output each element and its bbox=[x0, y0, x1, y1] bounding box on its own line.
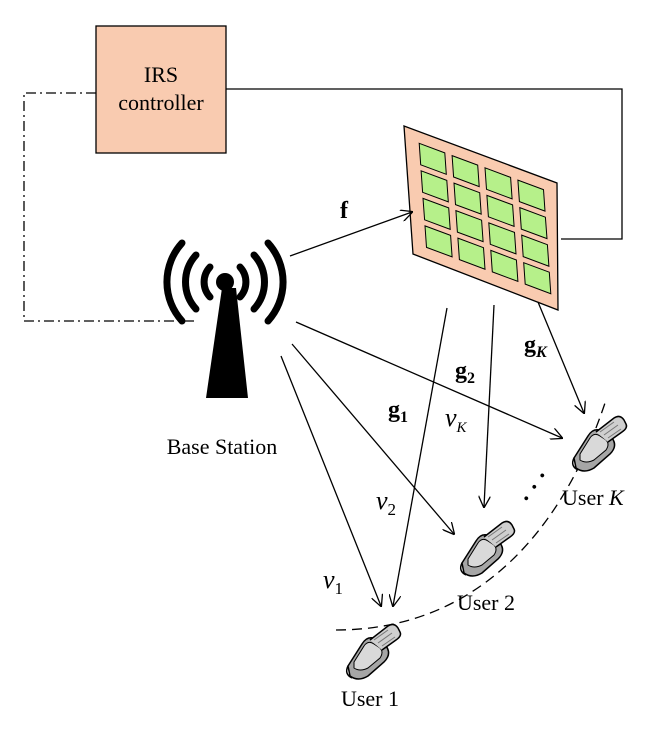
irs-element bbox=[455, 209, 484, 243]
irs-element bbox=[486, 194, 515, 228]
channel-f-arrow bbox=[289, 212, 412, 257]
channel-g1-label: g1 bbox=[388, 397, 408, 426]
controller-label-line1: IRS bbox=[144, 62, 178, 87]
irs-element bbox=[457, 237, 486, 270]
user1-phone-icon bbox=[345, 623, 402, 680]
channel-v2-label: v2 bbox=[376, 486, 396, 519]
irs-element bbox=[521, 234, 550, 267]
irs-element bbox=[420, 170, 449, 203]
irs-element bbox=[418, 142, 447, 176]
irs-element bbox=[517, 179, 546, 212]
irs-elements bbox=[418, 142, 552, 295]
channel-gK-arrow bbox=[537, 301, 584, 413]
irs-element bbox=[453, 182, 482, 215]
user2-label: User 2 bbox=[457, 590, 515, 615]
channel-vK-arrow bbox=[295, 321, 562, 438]
channel-v2-arrow bbox=[291, 343, 454, 534]
channel-gK-label: gK bbox=[524, 332, 548, 361]
channel-f-label: f bbox=[340, 198, 349, 224]
user2-phone-icon bbox=[459, 520, 516, 577]
base-station-antenna-icon bbox=[216, 273, 234, 291]
user-ellipsis: · · · bbox=[514, 465, 556, 509]
irs-controller-box bbox=[95, 25, 227, 154]
irs-element bbox=[519, 206, 548, 240]
base-station-label: Base Station bbox=[167, 434, 278, 459]
channel-g2-label: g2 bbox=[455, 358, 475, 387]
irs-element bbox=[451, 154, 480, 188]
user1-label: User 1 bbox=[341, 686, 399, 711]
irs-element bbox=[424, 225, 453, 258]
userK-label: User K bbox=[562, 485, 625, 510]
channel-v1-label: v1 bbox=[323, 565, 343, 598]
irs-element bbox=[422, 197, 451, 231]
channel-v1-arrow bbox=[280, 355, 381, 606]
irs-element bbox=[484, 167, 513, 200]
control-link-dashdot bbox=[23, 92, 196, 322]
irs-element bbox=[523, 261, 552, 295]
irs-element bbox=[490, 249, 519, 283]
controller-label-line2: controller bbox=[118, 90, 204, 115]
base-station-tower bbox=[206, 288, 248, 398]
userK-phone-icon bbox=[571, 415, 628, 472]
base-station bbox=[163, 239, 287, 398]
control-link-solid bbox=[226, 88, 623, 240]
channel-g1-arrow bbox=[393, 307, 448, 606]
channel-vK-label: vK bbox=[445, 403, 468, 436]
irs-element bbox=[488, 222, 517, 255]
